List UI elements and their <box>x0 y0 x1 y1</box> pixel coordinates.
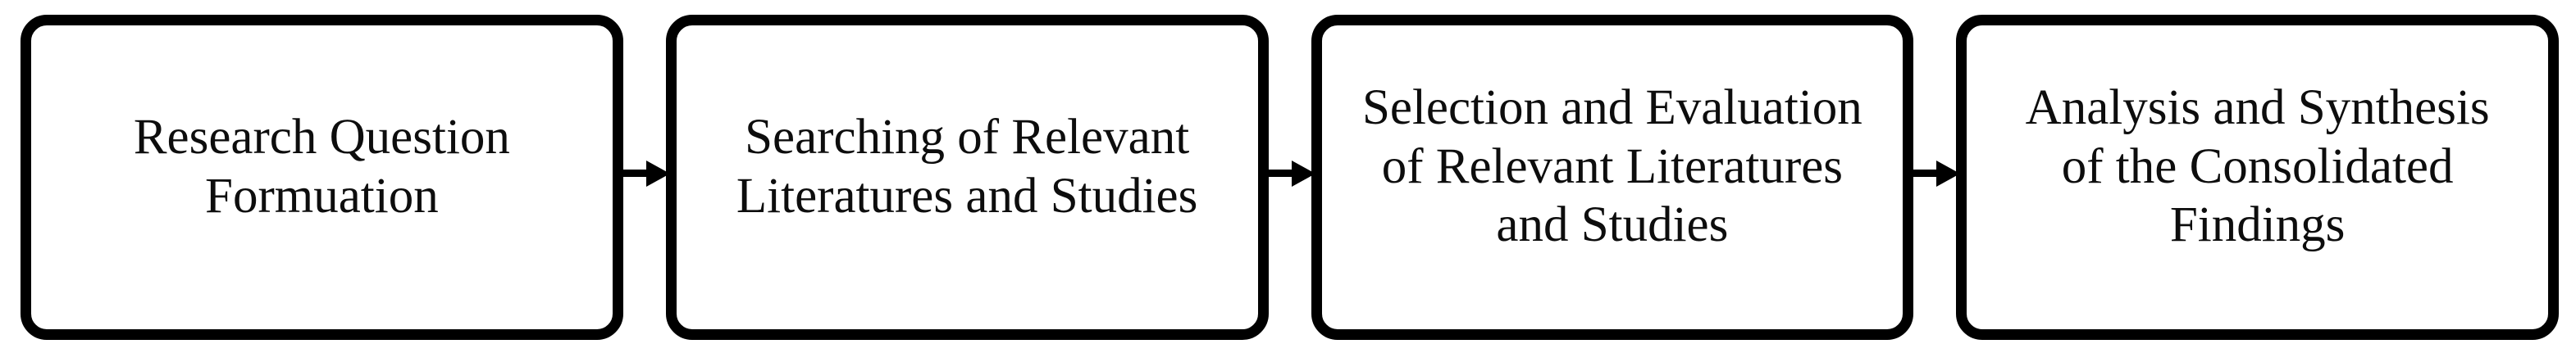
flow-connector-3 <box>1908 15 1961 340</box>
flow-step-1: Research Question Formuation <box>21 15 623 340</box>
flow-connector-1 <box>618 15 670 340</box>
flow-step-1-label: Research Question Formuation <box>133 109 510 224</box>
arrow-shaft <box>1908 170 1940 177</box>
flow-step-4: Analysis and Synthesis of the Consolidat… <box>1956 15 2559 340</box>
arrow-shaft <box>618 170 650 177</box>
flow-connector-2 <box>1263 15 1315 340</box>
flow-step-3-label: Selection and Evaluation of Relevant Lit… <box>1361 79 1862 253</box>
arrow-head-icon <box>1291 160 1315 187</box>
flow-step-2: Searching of Relevant Literatures and St… <box>665 15 1269 340</box>
flow-step-4-label: Analysis and Synthesis of the Consolidat… <box>2025 79 2490 253</box>
arrow-head-icon <box>1936 160 1961 187</box>
right-arrow-icon <box>1263 160 1315 187</box>
flow-step-2-label: Searching of Relevant Literatures and St… <box>736 109 1198 224</box>
arrow-head-icon <box>645 160 670 187</box>
right-arrow-icon <box>618 160 670 187</box>
right-arrow-icon <box>1908 160 1961 187</box>
flow-step-3: Selection and Evaluation of Relevant Lit… <box>1311 15 1914 340</box>
arrow-shaft <box>1263 170 1295 177</box>
